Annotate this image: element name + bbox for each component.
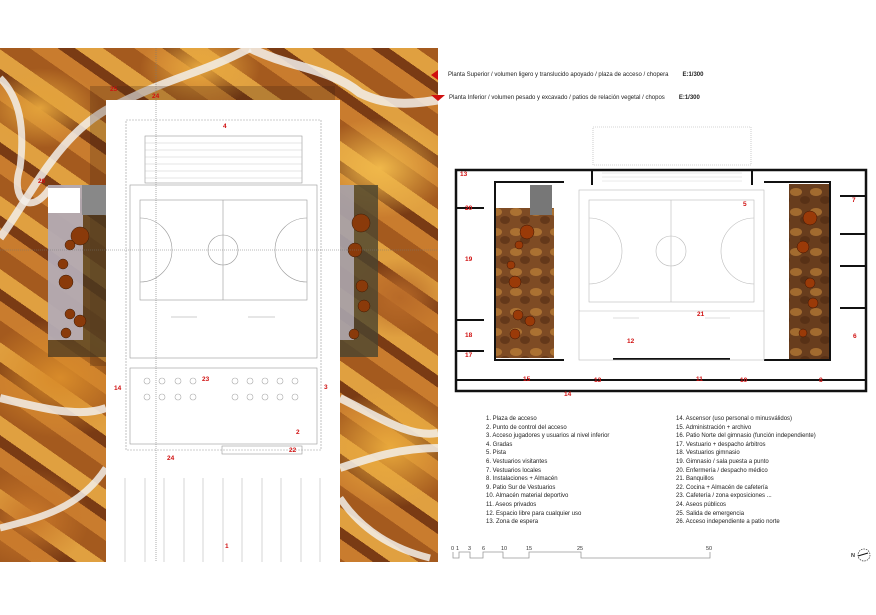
scale-tick: 0	[451, 546, 454, 552]
arrow-down-icon	[431, 95, 445, 101]
title-text: Planta Superior / volumen ligero y trans…	[448, 72, 669, 78]
path-ribbon	[0, 394, 108, 417]
poplar-trees	[506, 210, 819, 340]
legend-item: 8. Instalaciones + Almacén	[486, 476, 558, 483]
title-text: Planta Inferior / volumen pesado y excav…	[449, 95, 665, 101]
path-ribbon	[247, 48, 438, 108]
label-20: 20	[465, 205, 473, 212]
legend-item: 4. Gradas	[486, 441, 513, 448]
label-4: 4	[223, 123, 227, 130]
label-18: 18	[465, 332, 473, 339]
outer-wall	[454, 168, 868, 393]
upper-floor-plan: 4 24 25 26 23 14 3 2 22 24 1	[0, 48, 438, 562]
label-21: 21	[697, 311, 705, 318]
title-lower: Planta Inferior / volumen pesado y excav…	[431, 91, 703, 105]
scale-tick: 10	[501, 546, 507, 552]
scale-tick: 15	[526, 546, 532, 552]
path-ribbon	[338, 394, 438, 438]
label-24: 24	[152, 93, 160, 100]
legend-item: 25. Salida de emergencia	[676, 510, 745, 517]
legend-item: 21. Banquillos	[676, 476, 714, 483]
label-22: 22	[289, 447, 297, 454]
legend-item: 13. Zona de espera	[486, 519, 539, 526]
label-25: 25	[110, 86, 118, 93]
path-ribbon	[0, 75, 53, 207]
legend-item: 19. Gimnasio / sala puesta a punto	[676, 458, 769, 465]
scale-tick: 6	[482, 546, 485, 552]
legend-item: 16. Patio Norte del gimnasio (función in…	[676, 433, 816, 440]
legend-item: 2. Punto de control del acceso	[486, 424, 567, 431]
title-upper: Planta Superior / volumen ligero y trans…	[431, 68, 703, 82]
legend-item: 17. Vestuario + despacho árbitros	[676, 441, 766, 448]
label-1: 1	[225, 543, 229, 550]
scale-tick: 50	[706, 546, 712, 552]
legend-item: 23. Cafetería / zona exposiciones ...	[676, 493, 772, 500]
label-2: 2	[296, 429, 300, 436]
legend-item: 26. Acceso independiente a patio norte	[676, 519, 780, 526]
legend-right: 14. Ascensor (uso personal o minusválido…	[676, 415, 816, 527]
path-ribbon	[0, 466, 109, 532]
label-26: 26	[38, 178, 46, 185]
label-17: 17	[465, 352, 473, 359]
label-23: 23	[202, 376, 210, 383]
label-24-bottom: 24	[167, 455, 175, 462]
legend-item: 14. Ascensor (uso personal o minusválido…	[676, 416, 793, 422]
legend-item: 6. Vestuarios visitantes	[486, 458, 548, 465]
title-scale: E:1/300	[682, 72, 704, 78]
scale-tick: 3	[468, 546, 471, 552]
label-15: 15	[523, 376, 531, 383]
cafeteria-tables	[143, 377, 299, 401]
legend-item: 12. Espacio libre para cualquier uso	[486, 510, 582, 517]
north-label: N	[851, 553, 855, 559]
legend-item: 18. Vestuarios gimnasio	[676, 450, 740, 457]
legend-item: 10. Almacén material deportivo	[486, 493, 569, 500]
label-13-b: 13	[594, 377, 602, 384]
label-8: 8	[819, 377, 823, 384]
label-13: 13	[460, 171, 468, 178]
legend-item: 24. Aseos públicos	[676, 501, 727, 508]
title-scale: E:1/300	[678, 95, 700, 101]
legend-item: 15. Administración + archivo	[676, 424, 752, 431]
path-ribbon	[338, 444, 438, 472]
legend-item: 1. Plaza de acceso	[486, 416, 537, 422]
legend-left: 1. Plaza de acceso 2. Punto de control d…	[486, 415, 609, 527]
scale-bar: 0 1 3 6 10 15 25 50 N	[451, 546, 871, 562]
legend-item: 7. Vestuarios locales	[486, 467, 542, 474]
label-6: 6	[853, 333, 857, 340]
plan-titles: Planta Superior / volumen ligero y trans…	[431, 68, 703, 105]
north-arrow-icon: N	[851, 548, 871, 562]
legend-item: 20. Enfermería / despacho médico	[676, 467, 768, 474]
label-3: 3	[324, 384, 328, 391]
label-11: 11	[696, 376, 703, 383]
label-14: 14	[114, 385, 122, 392]
legend-item: 9. Patio Sur de Vestuarios	[486, 484, 556, 491]
legend-item: 22. Cocina + Almacén de cafetería	[676, 484, 768, 491]
label-5: 5	[743, 201, 747, 208]
scale-tick: 25	[577, 546, 583, 552]
scale-tick: 1	[456, 546, 459, 552]
label-14: 14	[564, 391, 572, 398]
label-7: 7	[852, 197, 856, 204]
legend-item: 5. Pista	[486, 450, 507, 457]
label-10: 10	[740, 377, 748, 384]
upper-floor-plan-panel: 4 24 25 26 23 14 3 2 22 24 1	[0, 48, 438, 562]
path-ribbon	[337, 496, 431, 562]
arrow-left-icon	[431, 70, 438, 80]
lower-floor-plan: 5 21 12 13 13 20 19 18 17 15 14 11 10 8 …	[454, 126, 868, 398]
label-12: 12	[627, 338, 635, 345]
label-19: 19	[465, 256, 473, 263]
legend-item: 3. Acceso jugadores y usuarios al nivel …	[486, 433, 610, 440]
legend-item: 11. Aseos privados	[486, 501, 537, 508]
